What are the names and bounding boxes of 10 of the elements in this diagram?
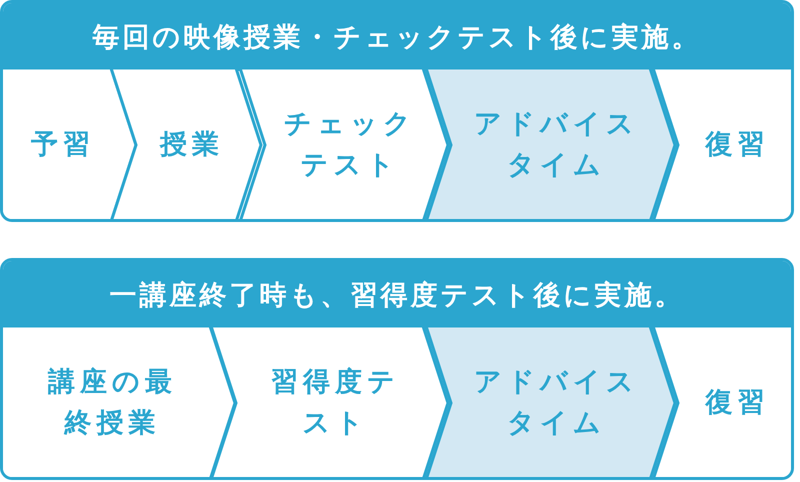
process-panel [0, 258, 794, 480]
step-label: アドバイスタイム [473, 366, 640, 440]
step-label: アドバイスタイム [473, 108, 640, 182]
step-label: 復習 [706, 386, 770, 420]
step-label: 講座の最終授業 [46, 366, 178, 440]
step-label: 授業 [160, 128, 224, 162]
panel-heading: 毎回の映像授業・チェックテスト後に実施。 [92, 21, 702, 55]
step-label: 習得度テスト [270, 366, 401, 440]
step-label: 復習 [706, 128, 770, 162]
panel-heading: 一講座終了時も、習得度テスト後に実施。 [110, 279, 684, 313]
